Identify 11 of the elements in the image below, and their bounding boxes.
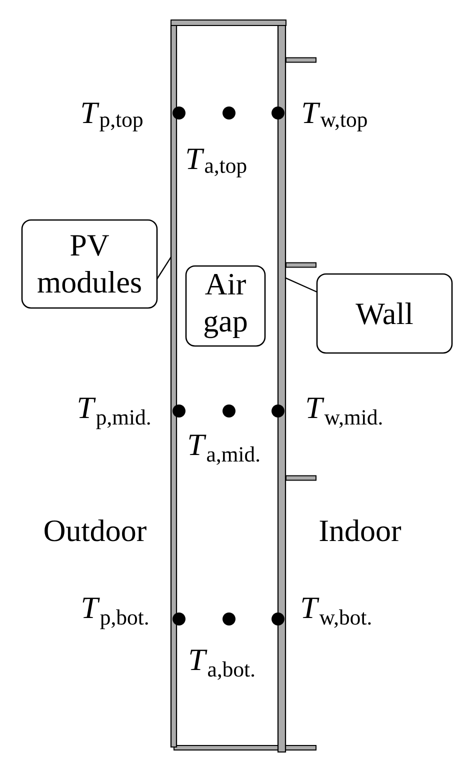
- symbol-label: T$_{a,bot.}$: [190, 650, 254, 680]
- symbol-label: T$_{a,mid.}$: [189, 434, 260, 465]
- label-box: Air gap: [185, 265, 266, 347]
- callout-box: Wall: [316, 273, 453, 354]
- symbol-label: T$_{p,top}$: [82, 102, 142, 132]
- callout-box: PV modules: [21, 219, 158, 309]
- symbol-label: T$_{a,top}$: [187, 148, 246, 178]
- symbol-label: T$_{w,mid.}$: [307, 398, 382, 428]
- side-label: Indoor: [320, 520, 402, 542]
- leader-line: [284, 277, 318, 293]
- symbol-label: T$_{p,mid.}$: [78, 398, 150, 430]
